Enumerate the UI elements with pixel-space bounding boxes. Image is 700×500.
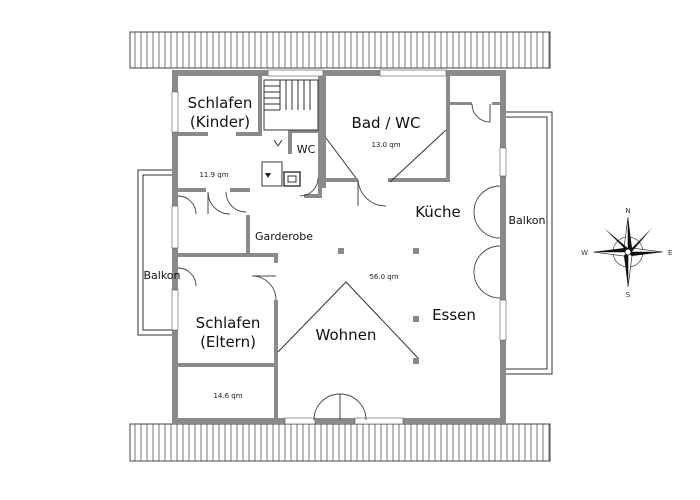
- compass-w: W: [581, 249, 588, 257]
- compass-rose-icon: [592, 216, 664, 288]
- label-schlafen-kinder-line2: (Kinder): [190, 113, 250, 131]
- area-living: 56.0 qm: [369, 273, 398, 281]
- label-balkon-left: Balkon: [143, 269, 180, 282]
- balcony-right-outline: [503, 111, 553, 375]
- label-schlafen-kinder-line1: Schlafen: [188, 94, 253, 112]
- label-balkon-right: Balkon: [508, 214, 545, 227]
- area-bad-wc: 13.0 qm: [371, 141, 400, 149]
- chimney-shaft: [261, 161, 301, 187]
- roof-top-band: [129, 31, 551, 69]
- pillars: [338, 248, 419, 364]
- doors: [177, 103, 501, 421]
- label-bad-wc: Bad / WC: [352, 114, 421, 132]
- area-schlafen-kinder: 11.9 qm: [199, 171, 228, 179]
- compass-n: N: [625, 207, 630, 215]
- interior-walls: [176, 76, 500, 418]
- staircase: [263, 79, 319, 147]
- label-schlafen-eltern-line2: (Eltern): [200, 333, 256, 351]
- roof-slope-lines: [277, 129, 447, 359]
- label-wohnen: Wohnen: [316, 326, 377, 344]
- balcony-left-outline: [137, 169, 176, 336]
- label-wc: WC: [297, 143, 316, 156]
- label-kueche: Küche: [415, 203, 461, 221]
- compass-e: E: [668, 249, 672, 257]
- label-garderobe: Garderobe: [255, 230, 313, 243]
- outer-walls: [171, 69, 507, 425]
- roof-bottom-band: [129, 423, 551, 462]
- compass-s: S: [626, 291, 631, 299]
- area-schlafen-eltern: 14.6 qm: [213, 392, 242, 400]
- label-essen: Essen: [432, 306, 476, 324]
- label-schlafen-eltern-line1: Schlafen: [196, 314, 261, 332]
